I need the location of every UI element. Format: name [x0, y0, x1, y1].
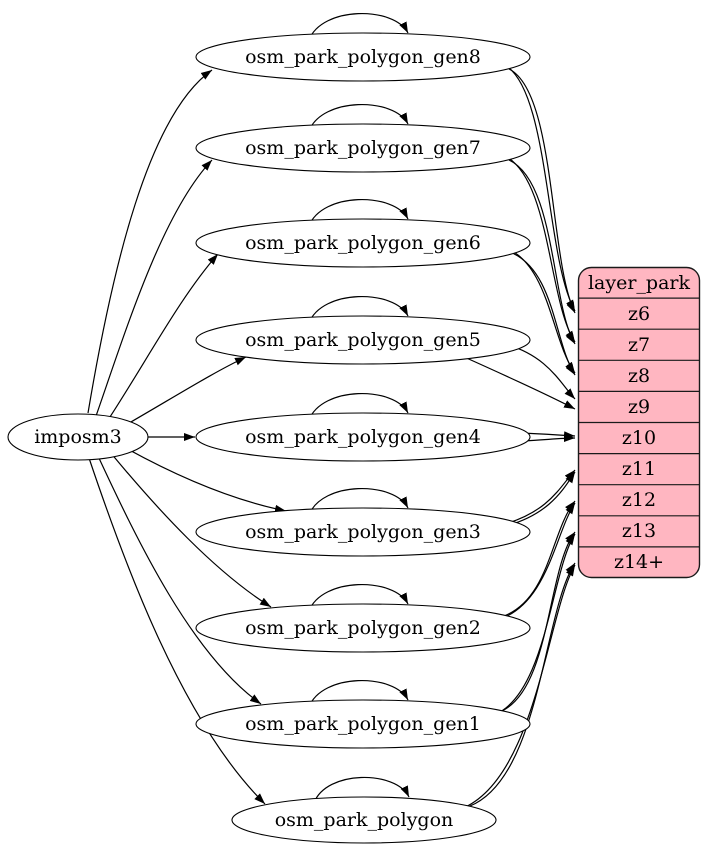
node-osm_park_polygon_gen8: osm_park_polygon_gen8 — [195, 32, 531, 82]
zoom-row-z8: z8 — [628, 365, 650, 387]
node-osm_park_polygon_gen5: osm_park_polygon_gen5 — [195, 315, 531, 365]
table-node-label: osm_park_polygon_gen1 — [245, 713, 481, 735]
table-node-label: osm_park_polygon_gen6 — [245, 232, 481, 254]
node-osm_park_polygon_gen1: osm_park_polygon_gen1 — [195, 699, 531, 749]
zoom-row-z14: z14+ — [614, 551, 664, 573]
self-loop-gen1 — [308, 680, 409, 708]
table-node-label: osm_park_polygon_gen7 — [245, 137, 481, 159]
edge-imposm3-gen3 — [123, 446, 287, 513]
zoom-row-z6: z6 — [628, 303, 650, 325]
edge-imposm3-gen2 — [109, 451, 272, 608]
node-imposm3: imposm3 — [7, 413, 149, 461]
table-node-shape — [195, 123, 531, 173]
edge-imposm3-gen1 — [97, 455, 262, 705]
table-node-shape — [195, 32, 531, 82]
table-node-shape — [231, 796, 497, 844]
table-node-shape — [195, 412, 531, 462]
table-node-label: osm_park_polygon_gen3 — [245, 521, 481, 543]
table-node-label: osm_park_polygon_gen4 — [245, 426, 481, 448]
edge-imposm3-gen8 — [87, 69, 213, 414]
edge-imposm3-gen5 — [123, 356, 247, 427]
zoom-row-z13: z13 — [622, 520, 656, 542]
self-loop-gen3 — [308, 488, 409, 516]
edge-imposm3-gen6 — [107, 253, 219, 421]
edges-from-source — [87, 69, 287, 805]
node-osm_park_polygon_gen3: osm_park_polygon_gen3 — [195, 507, 531, 557]
edge-polygon-z14-a — [469, 562, 576, 807]
edge-gen6-z8-b — [509, 251, 576, 376]
zoom-row-z9: z9 — [628, 396, 650, 418]
node-osm_park_polygon_gen7: osm_park_polygon_gen7 — [195, 123, 531, 173]
edge-imposm3-gen7 — [95, 159, 213, 417]
edge-polygon-z14-b — [457, 564, 576, 811]
source-node-shape — [7, 413, 149, 461]
table-node-label: osm_park_polygon_gen8 — [245, 46, 481, 68]
node-layer_park: layer_park z6 z7 z8 z9 z10 z11 z12 z13 z… — [577, 266, 701, 579]
self-loop-polygon — [313, 776, 410, 804]
table-node-shape — [195, 603, 531, 653]
self-loop-gen6 — [308, 199, 409, 227]
table-node-shape — [195, 218, 531, 268]
edge-gen8-z6-b — [508, 68, 576, 314]
node-osm_park_polygon_gen2: osm_park_polygon_gen2 — [195, 603, 531, 653]
self-loop-gen4 — [308, 393, 409, 421]
table-node-shape — [195, 699, 531, 749]
self-loop-gen7 — [308, 104, 409, 132]
edge-gen3-z11-a — [504, 469, 576, 525]
zoom-row-z7: z7 — [628, 334, 650, 356]
edge-gen2-z12-b — [496, 502, 576, 621]
table-node-label: osm_park_polygon — [275, 809, 454, 831]
node-osm_park_polygon: osm_park_polygon — [231, 796, 497, 844]
edges-to-layer — [457, 63, 576, 811]
table-node-label: osm_park_polygon_gen5 — [245, 329, 481, 351]
node-osm_park_polygon_gen4: osm_park_polygon_gen4 — [195, 412, 531, 462]
edge-gen3-z11-b — [497, 471, 576, 529]
table-node-shape — [195, 315, 531, 365]
edge-gen5-z9-b — [461, 355, 576, 410]
edge-imposm3-polygon — [88, 457, 266, 805]
edge-gen7-z7-b — [508, 159, 576, 345]
self-loops — [308, 13, 410, 804]
self-loop-gen5 — [308, 296, 409, 324]
table-node-shape — [195, 507, 531, 557]
zoom-row-z10: z10 — [622, 427, 656, 449]
edge-gen6-z8-a — [503, 246, 576, 374]
layer-title: layer_park — [588, 272, 691, 294]
self-loop-gen2 — [308, 584, 409, 612]
zoom-row-z12: z12 — [622, 489, 656, 511]
node-osm_park_polygon_gen6: osm_park_polygon_gen6 — [195, 218, 531, 268]
edge-gen8-z6-a — [502, 63, 576, 312]
zoom-row-z11: z11 — [622, 458, 656, 480]
source-node-label: imposm3 — [34, 426, 122, 448]
edge-gen1-z13-b — [493, 533, 576, 716]
self-loop-gen8 — [308, 13, 409, 41]
table-node-label: osm_park_polygon_gen2 — [245, 617, 481, 639]
